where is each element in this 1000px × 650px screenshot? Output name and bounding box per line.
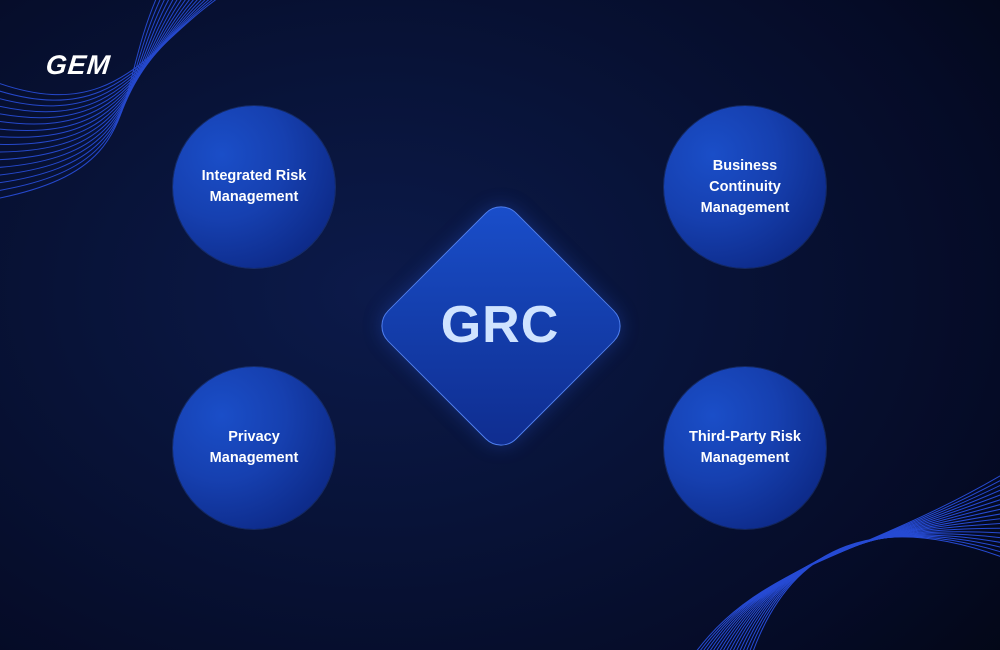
node-label: Integrated Risk Management xyxy=(201,168,307,205)
node-label: Third-Party Risk Management xyxy=(689,429,801,466)
node-integrated-risk-management: Integrated Risk Management xyxy=(173,106,335,268)
node-label: Business Continuity Management xyxy=(700,157,790,216)
gem-logo: GEM xyxy=(44,50,113,80)
node-business-continuity-management: Business Continuity Management xyxy=(664,106,826,268)
node-third-party-risk-management: Third-Party Risk Management xyxy=(664,367,826,529)
node-label: Privacy Management xyxy=(209,429,299,466)
center-label: GRC xyxy=(440,296,560,354)
node-privacy-management: Privacy Management xyxy=(173,367,335,529)
